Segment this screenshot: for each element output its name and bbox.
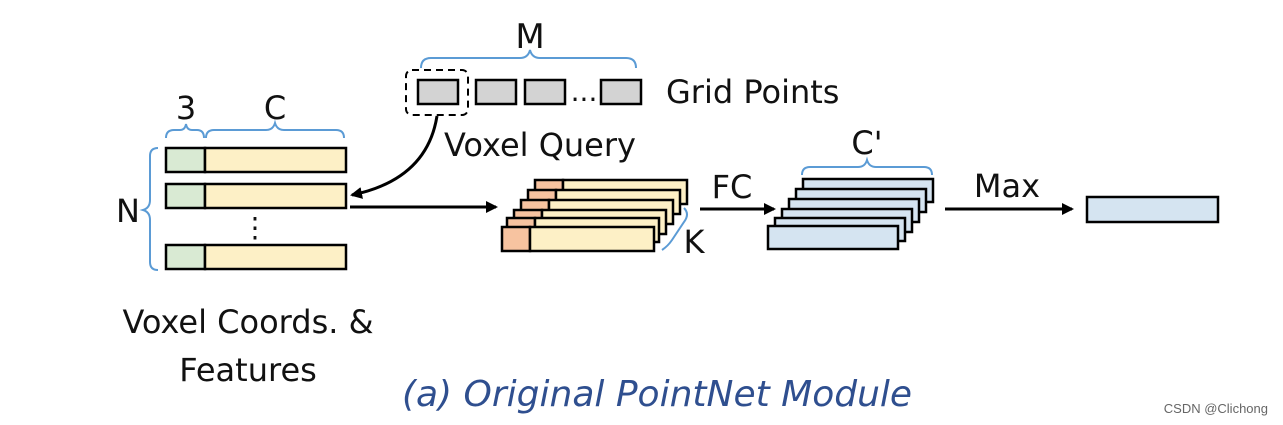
grid-points-label: Grid Points	[666, 73, 839, 111]
feature-cell	[203, 243, 348, 271]
feature-cell	[203, 182, 348, 210]
watermark: CSDN @Clichong	[1164, 401, 1268, 416]
grouped-stack	[500, 178, 689, 253]
fc-label: FC	[712, 168, 753, 206]
grid-points-group: M ... Grid Points	[405, 17, 839, 116]
coord-cell	[164, 146, 207, 174]
grid-point-box	[599, 78, 643, 106]
n-label: N	[116, 192, 140, 230]
coord-cell	[164, 182, 207, 210]
c-brace	[205, 119, 345, 139]
c-prime-label: C'	[851, 124, 882, 162]
grid-point-box	[474, 78, 518, 106]
grid-point-box	[416, 78, 460, 106]
grid-points-ellipsis: ...	[571, 75, 598, 108]
three-brace	[165, 123, 205, 139]
voxel-coords-label-line2: Features	[179, 351, 317, 389]
c-label: C	[264, 89, 286, 127]
output-vector	[1085, 195, 1220, 224]
voxel-query-arrow	[350, 115, 439, 199]
three-label: 3	[176, 89, 196, 127]
m-label: M	[515, 17, 544, 57]
rows-ellipsis: ⋮	[241, 211, 269, 244]
c-prime-brace	[801, 156, 933, 176]
voxel-coords-label-line1: Voxel Coords. &	[122, 303, 373, 341]
k-brace	[661, 207, 688, 251]
k-label: K	[684, 223, 706, 261]
grid-query-dashed-box	[405, 69, 469, 116]
grid-point-box	[523, 78, 567, 106]
voxel-features-group: 3 C N ⋮ Voxel Coords. & Features	[116, 89, 374, 389]
feature-cell	[203, 146, 348, 174]
figure-caption: (a) Original PointNet Module	[402, 374, 912, 415]
m-brace	[420, 49, 637, 69]
c-prime-stack	[766, 177, 935, 251]
voxel-query-label: Voxel Query	[444, 126, 636, 164]
max-label: Max	[974, 167, 1040, 205]
n-brace	[139, 147, 159, 271]
coord-cell	[164, 243, 207, 271]
